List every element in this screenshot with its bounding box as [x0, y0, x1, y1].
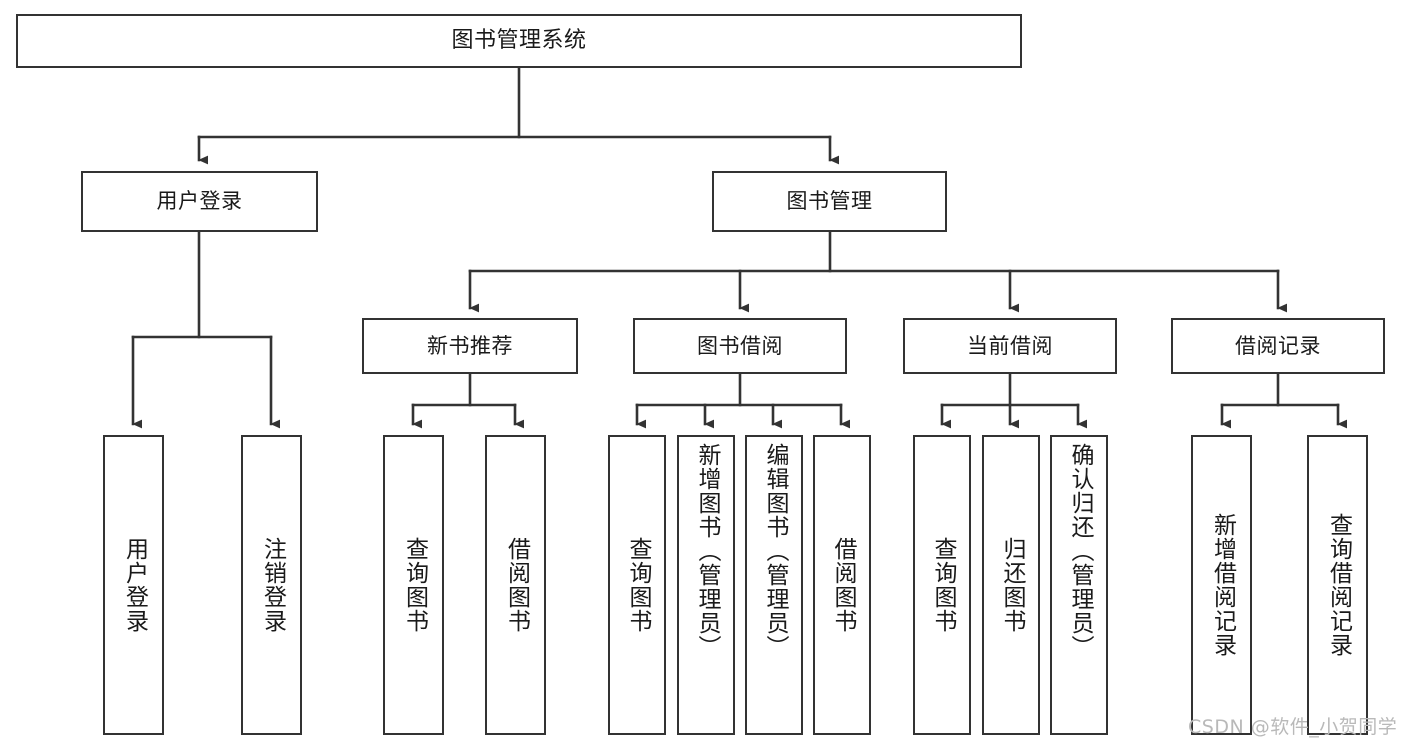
node-label: 借阅图书: [503, 537, 530, 633]
node-label: 新增图书（管理员）: [693, 443, 720, 659]
leaf-return-book[interactable]: 归还图书: [982, 435, 1040, 735]
node-label: 当前借阅: [967, 333, 1053, 358]
leaf-add-book-admin[interactable]: 新增图书（管理员）: [677, 435, 735, 735]
node-book-management[interactable]: 图书管理: [712, 171, 947, 232]
node-label: 查询图书: [929, 537, 956, 633]
node-label: 图书借阅: [697, 333, 783, 358]
node-label: 图书管理: [786, 189, 873, 214]
node-label: 查询借阅记录: [1325, 513, 1352, 657]
node-label: 借阅图书: [829, 537, 856, 633]
leaf-edit-book-admin[interactable]: 编辑图书（管理员）: [745, 435, 803, 735]
node-label: 确认归还（管理员）: [1066, 443, 1093, 659]
node-label: 查询图书: [401, 537, 428, 633]
leaf-logout-login[interactable]: 注销登录: [241, 435, 302, 735]
leaf-borrow-book[interactable]: 借阅图书: [813, 435, 871, 735]
node-label: 查询图书: [624, 537, 651, 633]
node-label: 用户登录: [156, 189, 243, 214]
csdn-watermark: CSDN @软件_小贺同学: [1188, 716, 1398, 738]
node-book-management-system[interactable]: 图书管理系统: [16, 14, 1022, 68]
node-label: 编辑图书（管理员）: [761, 443, 788, 659]
node-label: 新增借阅记录: [1209, 513, 1236, 657]
leaf-add-borrow-record[interactable]: 新增借阅记录: [1191, 435, 1252, 735]
node-label: 归还图书: [998, 537, 1025, 633]
leaf-query-book-borrow[interactable]: 查询图书: [608, 435, 666, 735]
node-label: 图书管理系统: [451, 28, 587, 54]
node-label: 注销登录: [259, 537, 286, 633]
leaf-user-login[interactable]: 用户登录: [103, 435, 164, 735]
node-label: 用户登录: [121, 537, 148, 633]
node-current-borrow[interactable]: 当前借阅: [903, 318, 1117, 374]
leaf-confirm-return-admin[interactable]: 确认归还（管理员）: [1050, 435, 1108, 735]
leaf-query-book-current[interactable]: 查询图书: [913, 435, 971, 735]
leaf-query-book-recommend[interactable]: 查询图书: [383, 435, 444, 735]
node-label: 新书推荐: [427, 333, 513, 358]
leaf-borrow-book-recommend[interactable]: 借阅图书: [485, 435, 546, 735]
node-book-borrow[interactable]: 图书借阅: [633, 318, 847, 374]
node-new-book-recommendation[interactable]: 新书推荐: [362, 318, 578, 374]
node-borrow-record[interactable]: 借阅记录: [1171, 318, 1385, 374]
node-label: 借阅记录: [1235, 333, 1321, 358]
leaf-query-borrow-record[interactable]: 查询借阅记录: [1307, 435, 1368, 735]
node-user-login[interactable]: 用户登录: [81, 171, 318, 232]
